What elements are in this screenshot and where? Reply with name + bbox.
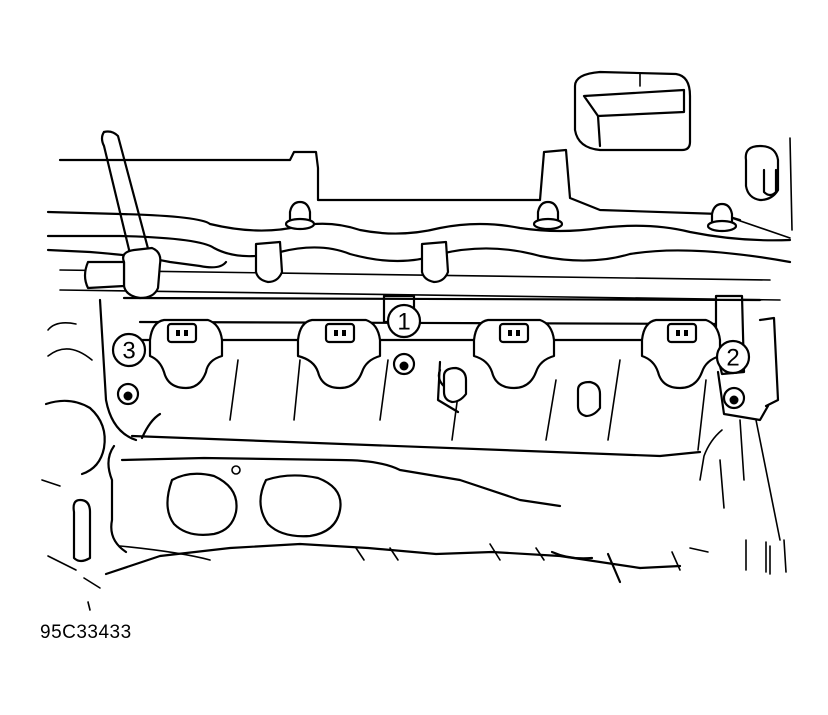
intake-manifold-gasket — [47, 412, 787, 611]
injector-2 — [296, 318, 382, 390]
cylinder-head-cover — [46, 148, 792, 301]
vacuum-hose — [83, 130, 162, 300]
oil-filler-cap — [573, 70, 692, 152]
right-edge — [699, 419, 781, 541]
callout-3-label: 3 — [122, 338, 135, 365]
cover-bolts — [284, 200, 738, 233]
callout-2: 2 — [715, 339, 751, 375]
rail-bolts — [116, 352, 746, 410]
breather-fitting — [744, 137, 793, 231]
side-brackets — [436, 316, 780, 422]
figure-id: 95C33433 — [40, 622, 132, 643]
injector-3 — [472, 318, 556, 390]
plug-boots — [254, 240, 450, 284]
callout-1: 1 — [386, 303, 422, 339]
callout-3: 3 — [111, 332, 147, 368]
injector-4 — [640, 318, 722, 390]
callout-1-label: 1 — [397, 309, 410, 336]
timing-cover — [41, 322, 106, 487]
callout-2-label: 2 — [726, 345, 739, 372]
intake-runners — [229, 359, 707, 451]
injector-1 — [148, 318, 224, 390]
